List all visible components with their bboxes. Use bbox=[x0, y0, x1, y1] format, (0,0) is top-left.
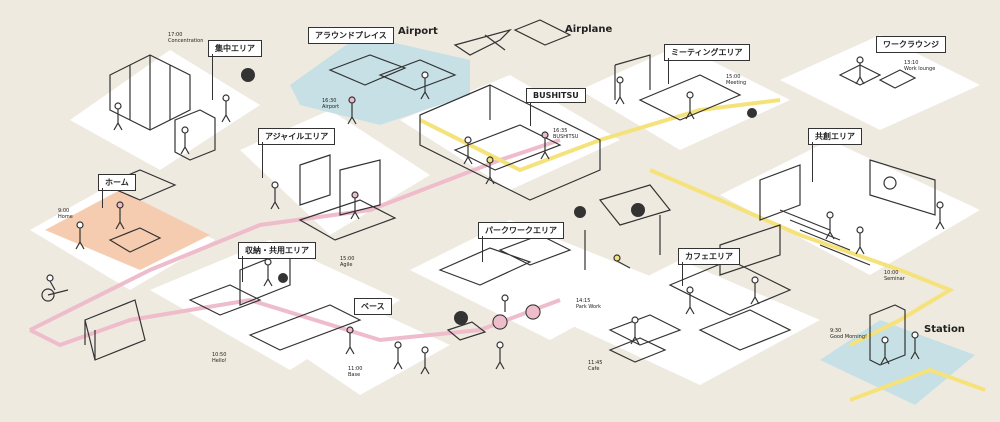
floor-meeting bbox=[580, 45, 790, 150]
station-gate bbox=[869, 304, 906, 366]
plant-icon bbox=[241, 68, 255, 82]
yellow-route-3 bbox=[849, 367, 986, 402]
planter bbox=[446, 321, 487, 341]
people bbox=[46, 56, 945, 375]
airport-benches bbox=[328, 54, 457, 91]
seminar-screen bbox=[869, 159, 936, 216]
zone-label-kyoso: 共創エリア bbox=[808, 128, 862, 145]
cocreation-shelf bbox=[759, 164, 801, 221]
furniture-lineart bbox=[41, 19, 936, 366]
floor-cafe bbox=[560, 260, 820, 385]
seminar-chairs bbox=[779, 209, 871, 266]
zone-label-bushitsu: BUSHITSU bbox=[526, 88, 586, 103]
meeting-whiteboard bbox=[614, 54, 651, 100]
floor-platforms bbox=[30, 35, 980, 395]
airplane-seats bbox=[513, 19, 572, 46]
home-zone bbox=[45, 190, 210, 270]
zone-label-agile: アジャイルエリア bbox=[258, 128, 336, 145]
place-airplane: Airplane bbox=[565, 24, 613, 35]
pink-ball bbox=[492, 314, 508, 330]
floor-cocreation bbox=[720, 140, 980, 275]
zone-label-shuno: 収納・共用エリア bbox=[238, 242, 316, 259]
floor-concentration bbox=[70, 50, 260, 170]
park-pergola bbox=[584, 184, 672, 270]
meeting-table bbox=[638, 74, 742, 121]
agile-boards bbox=[299, 154, 381, 216]
airplane-icon bbox=[453, 28, 513, 56]
base-table bbox=[248, 304, 362, 351]
pink-route-2 bbox=[29, 297, 561, 348]
zone-label-base: ベース bbox=[354, 298, 392, 315]
yellow-route-2 bbox=[649, 168, 955, 347]
lounge-sofas bbox=[838, 64, 917, 89]
zone-label-around: アラウンドプレイス bbox=[308, 27, 394, 44]
cafe-counters bbox=[668, 259, 792, 351]
airport-zone bbox=[290, 35, 470, 125]
pink-route bbox=[29, 138, 561, 332]
zone-label-parkwork: パークワークエリア bbox=[478, 222, 564, 239]
place-station: Station bbox=[924, 324, 965, 335]
phone-booth bbox=[174, 109, 216, 161]
bicycle bbox=[41, 288, 69, 302]
cafe-shelf bbox=[719, 224, 781, 276]
bushitsu-table bbox=[453, 124, 562, 171]
zone-label-meeting: ミーティングエリア bbox=[664, 44, 750, 61]
park-platforms bbox=[438, 234, 572, 286]
floor-bushitsu bbox=[400, 75, 620, 190]
zone-label-home: ホーム bbox=[98, 174, 136, 191]
storage-desks bbox=[188, 284, 262, 316]
bus bbox=[84, 299, 146, 361]
plants bbox=[241, 68, 757, 325]
floor-worklounge bbox=[780, 35, 980, 130]
zone-label-shuchu: 集中エリア bbox=[208, 40, 262, 57]
zone-label-cafe: カフェエリア bbox=[678, 248, 740, 265]
zone-label-worklounge: ワークラウンジ bbox=[876, 36, 946, 53]
place-airport: Airport bbox=[398, 26, 438, 37]
agile-table bbox=[298, 199, 397, 241]
person-icon bbox=[221, 94, 231, 123]
